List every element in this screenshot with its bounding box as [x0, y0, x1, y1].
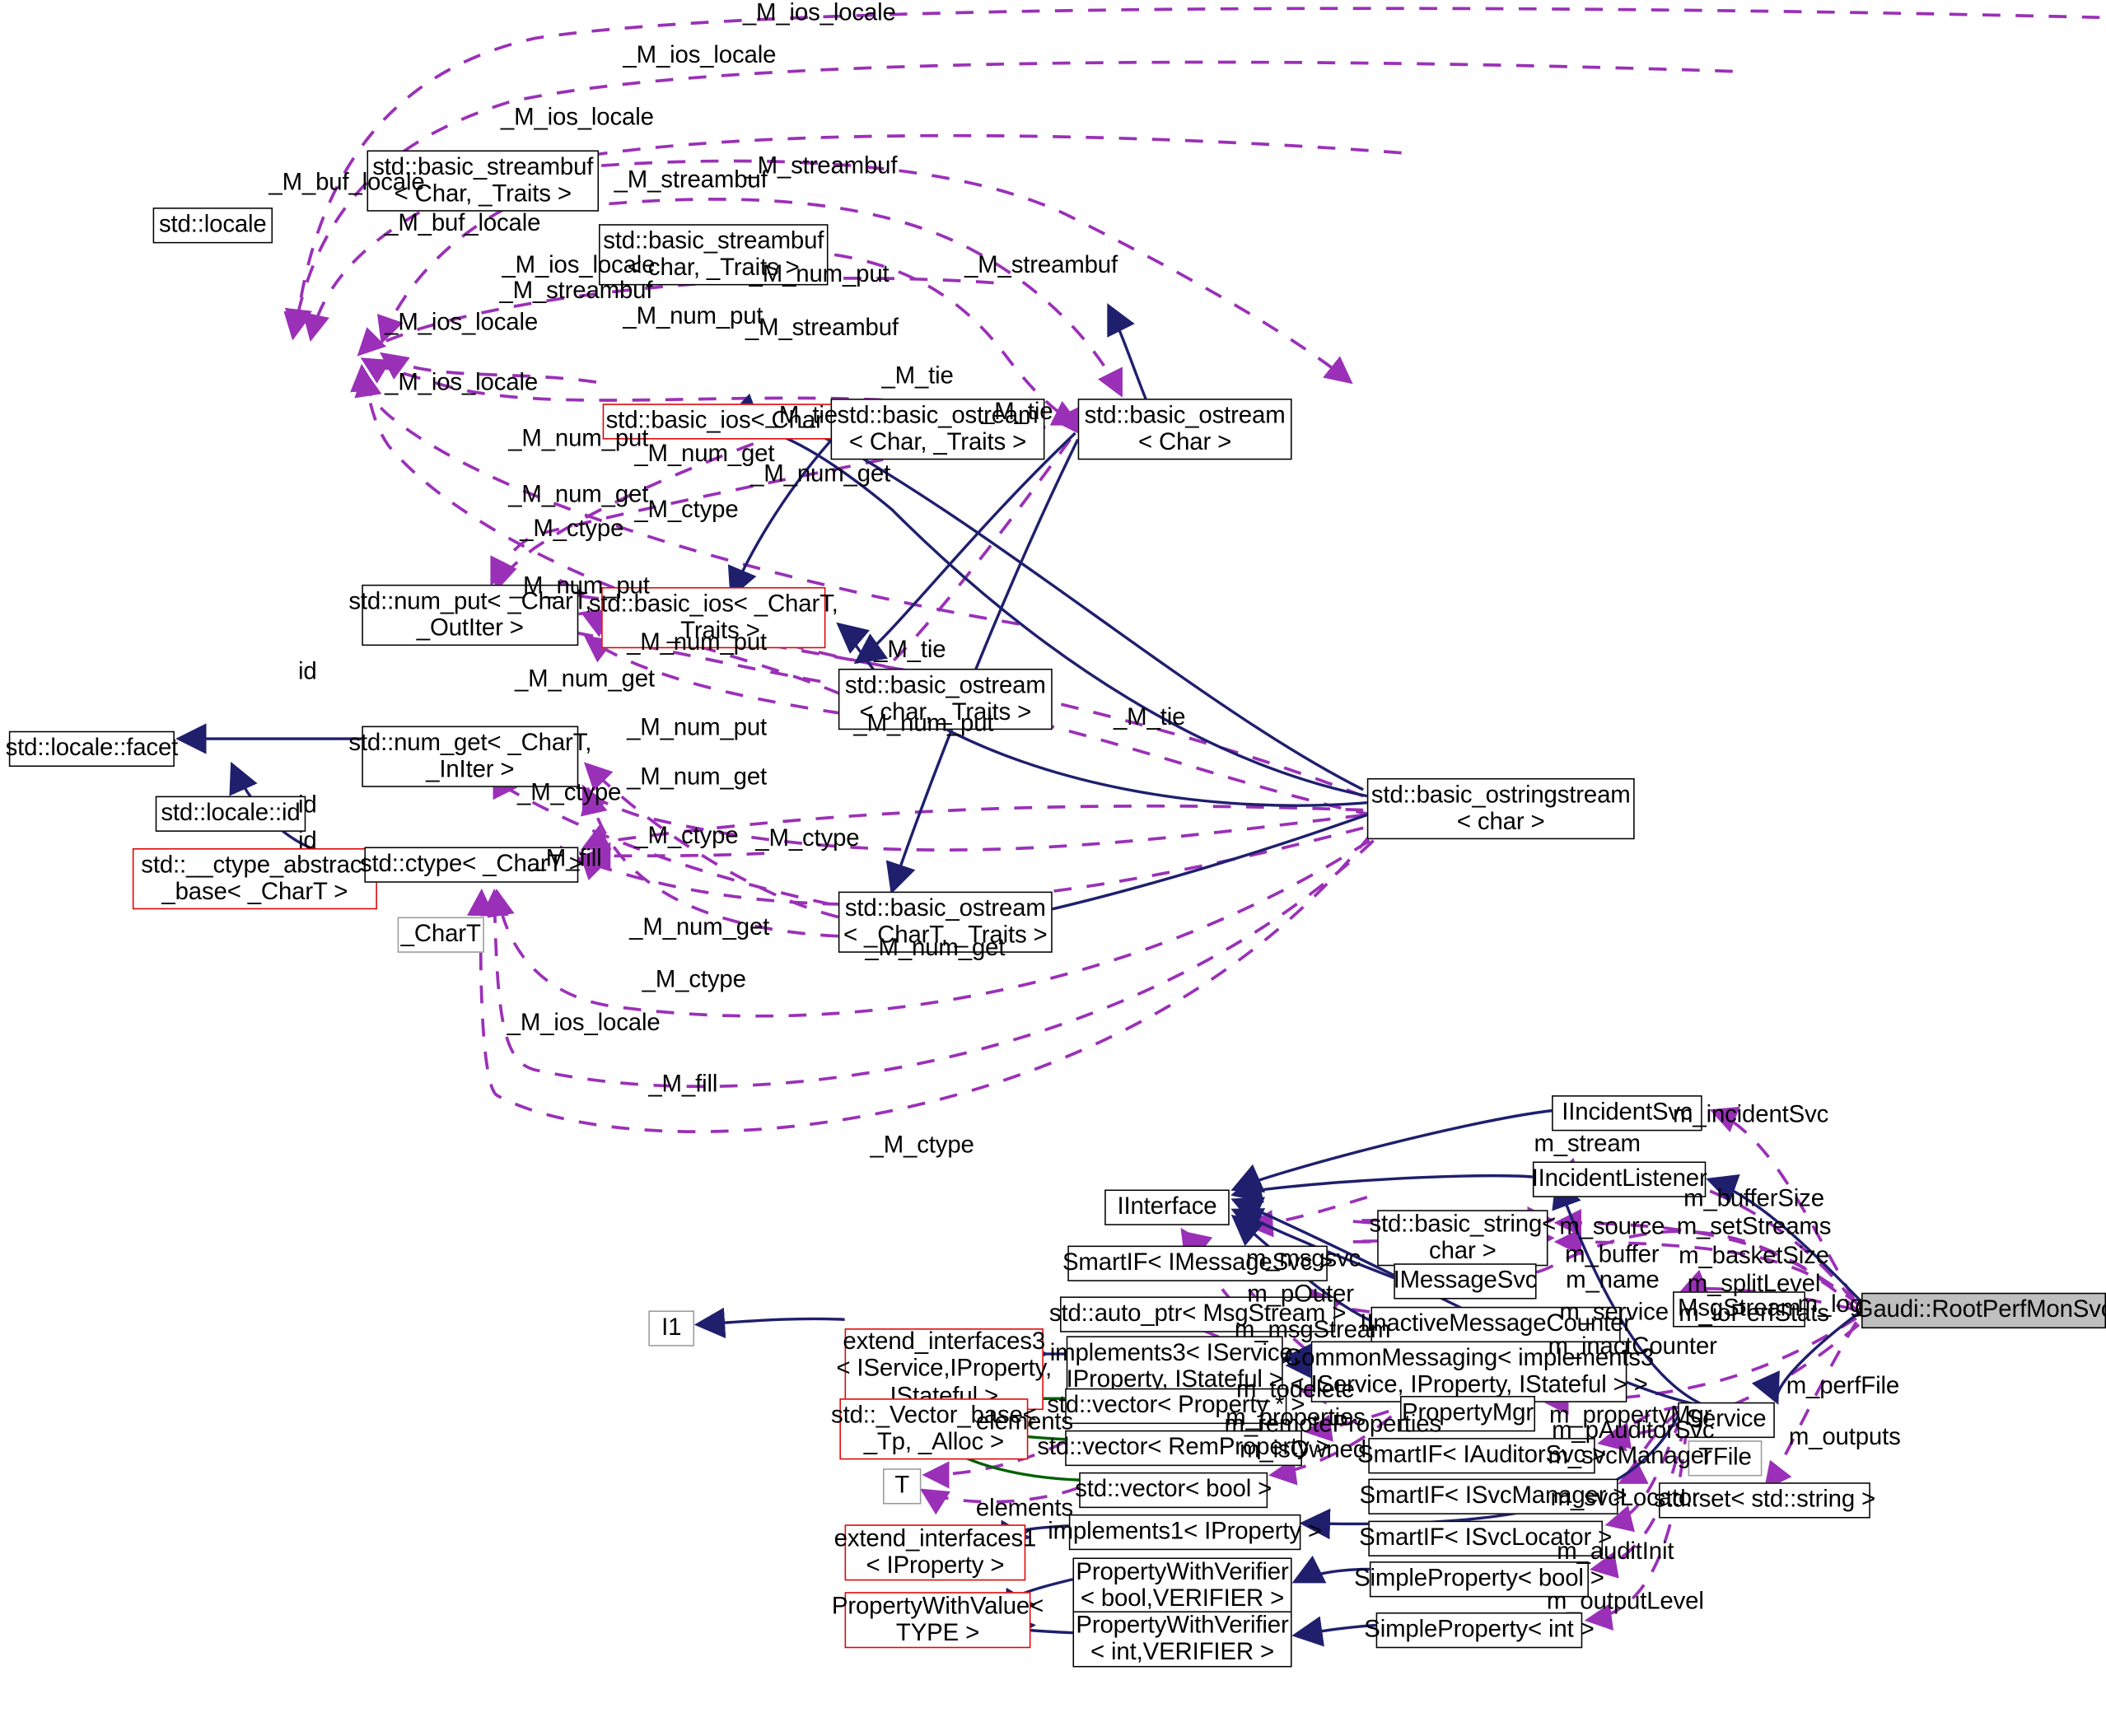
edge-label: _M_streambuf	[745, 315, 899, 342]
edge-label: _M_ctype	[755, 825, 860, 852]
node-PropertyWithValue-TYPE[interactable]: PropertyWithValue< TYPE >	[831, 1592, 1044, 1649]
edge-label: m_isOwned	[1240, 1436, 1366, 1464]
node-vector-bool[interactable]: std::vector< bool >	[1075, 1472, 1272, 1509]
edge-label: m_remoteProperties	[1224, 1411, 1442, 1439]
node-locale-facet[interactable]: std::locale::facet	[6, 730, 178, 768]
edge-label: m_outputs	[1788, 1424, 1901, 1451]
edge-label: m_inactCounter	[1548, 1333, 1717, 1360]
edge-label: _M_num_put	[853, 710, 994, 738]
edge-label: _M_tie	[874, 637, 946, 664]
edge-label: id	[297, 791, 317, 819]
edge-label: _M_tie	[881, 362, 954, 390]
edge-label: _M_ios_locale	[500, 104, 654, 132]
edge-label: _M_ctype	[634, 823, 739, 850]
edge-label: _M_streambuf	[614, 166, 768, 194]
edge-label: _M_tie	[981, 399, 1053, 426]
node-num-get[interactable]: std::num_get< _CharT, _InIter >	[348, 726, 591, 787]
edge-label: m_msgStream	[1234, 1317, 1391, 1344]
node-extend-interfaces1[interactable]: extend_interfaces1 < IProperty >	[834, 1524, 1037, 1581]
edge-label: m_name	[1566, 1267, 1660, 1295]
edge-label: _M_num_put	[509, 572, 650, 600]
node-IIncidentSvc[interactable]: IIncidentSvc	[1552, 1095, 1702, 1132]
edge-label: _M_num_get	[627, 763, 768, 791]
edge-label: _M_ios_locale	[623, 42, 777, 69]
edge-label: _M_num_put	[627, 629, 768, 656]
edge-label: _M_ios_locale	[385, 309, 539, 337]
node-ctype-abstract-base[interactable]: std::__ctype_abstract _base< _CharT >	[132, 848, 377, 910]
edge-label: _M_ctype	[520, 516, 624, 543]
node-CharT-template-param[interactable]: _CharT	[397, 917, 484, 953]
edge-label: elements	[975, 1495, 1073, 1523]
edge-label: _M_num_get	[629, 914, 770, 941]
edge-label: m_perfFile	[1786, 1373, 1900, 1400]
node-I1-template-param[interactable]: I1	[648, 1310, 695, 1346]
edge-label: _M_num_get	[750, 460, 891, 488]
edge-label: m_stream	[1534, 1131, 1641, 1158]
edge-label: _M_ctype	[517, 779, 622, 806]
edge-label: m_pOuter	[1247, 1281, 1354, 1309]
edge-label: _M_tie	[1113, 704, 1186, 731]
edge-label: m_outputLevel	[1546, 1588, 1704, 1616]
edge-label: _M_ios_locale	[507, 1010, 661, 1037]
edge-label: m_msgsvc	[1245, 1245, 1361, 1273]
node-std-locale[interactable]: std::locale	[152, 208, 273, 244]
edge-label: _M_streambuf	[499, 278, 653, 305]
edge-label: _M_num_get	[514, 665, 655, 693]
edge-label: _M_num_get	[865, 935, 1006, 962]
edge-label: m_incidentSvc	[1673, 1101, 1829, 1129]
node-Gaudi-RootPerfMonSvc[interactable]: Gaudi::RootPerfMonSvc	[1855, 1292, 2106, 1329]
node-basic-ostringstream-char[interactable]: std::basic_ostringstream < char >	[1366, 777, 1635, 840]
edge-label: _M_ctype	[634, 497, 739, 524]
edge-label: _M_fill	[648, 1071, 718, 1099]
edge-label: _M_ios_locale	[385, 369, 539, 396]
edge-label: m_svcLocator	[1550, 1485, 1700, 1512]
edge-label: _M_num_put	[749, 261, 890, 288]
edge-label: _M_num_put	[623, 303, 763, 330]
node-basic-ostream-Char[interactable]: std::basic_ostream < Char >	[1077, 399, 1292, 460]
edge-label: _M_num_get	[508, 481, 649, 509]
node-SimpleProperty-int[interactable]: SimpleProperty< int >	[1364, 1612, 1595, 1649]
edge-label: _M_tie	[765, 402, 838, 430]
node-implements1[interactable]: implements1< IProperty >	[1048, 1514, 1322, 1551]
node-PropertyWithVerifier-int[interactable]: PropertyWithVerifier < int,VERIFIER >	[1072, 1611, 1292, 1668]
edge-label: _M_ctype	[642, 966, 746, 994]
edge-label: m_svcManager	[1548, 1443, 1712, 1470]
edge-label: m_service	[1559, 1299, 1669, 1326]
edge-label: _M_ios_locale	[742, 0, 896, 27]
node-IInterface[interactable]: IInterface	[1104, 1189, 1230, 1225]
node-T-template-param[interactable]: T	[882, 1468, 922, 1505]
edge-label: _M_ctype	[870, 1132, 974, 1160]
node-IMessageSvc[interactable]: IMessageSvc	[1394, 1263, 1537, 1300]
node-PropertyWithVerifier-bool[interactable]: PropertyWithVerifier < bool,VERIFIER >	[1072, 1557, 1292, 1614]
edge-label: _M_fill	[532, 845, 602, 873]
edge-label: _M_streambuf	[964, 252, 1118, 279]
edge-label: _M_buf_locale	[385, 210, 541, 237]
edge-label: id	[297, 828, 317, 855]
edge-label: _M_num_put	[508, 425, 649, 453]
node-basic-string-char[interactable]: std::basic_string< char >	[1369, 1210, 1557, 1267]
edge-label: _M_num_put	[627, 714, 768, 742]
edge-label: _M_buf_locale	[269, 169, 425, 197]
edge-label: m_source m_buffer	[1559, 1213, 1665, 1270]
edge-label: elements	[975, 1408, 1073, 1436]
edge-label: id	[297, 658, 317, 686]
node-TFile[interactable]: TFile	[1688, 1440, 1763, 1477]
node-locale-id[interactable]: std::locale::id	[155, 796, 306, 832]
edge-label: m_log	[1797, 1291, 1863, 1318]
edge-label: m_pAuditorSvc	[1552, 1417, 1715, 1444]
edge-label: _M_ios_locale	[502, 252, 656, 279]
edge-label: m_auditInit	[1557, 1538, 1674, 1566]
